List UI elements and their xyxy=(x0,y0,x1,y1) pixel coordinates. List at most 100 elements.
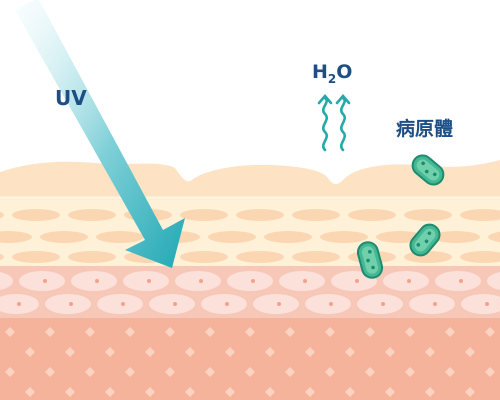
spinous-layer xyxy=(0,266,500,318)
dermis-dot xyxy=(105,387,115,397)
spinous-cell xyxy=(123,271,169,291)
granular-cell xyxy=(180,251,228,263)
dermis-dot xyxy=(25,347,35,357)
granular-cell xyxy=(68,251,116,263)
dermis-dot xyxy=(5,327,15,337)
spinous-cell xyxy=(461,294,500,314)
dermis-dot xyxy=(125,367,135,377)
cell-nucleus xyxy=(199,279,203,283)
cell-nucleus xyxy=(95,279,99,283)
cell-nucleus xyxy=(173,302,177,306)
dermis-dot xyxy=(485,367,495,377)
dermis-dot xyxy=(445,367,455,377)
dermis-dot xyxy=(385,347,395,357)
spinous-cell xyxy=(357,294,403,314)
cell-nucleus xyxy=(485,302,489,306)
granular-cell xyxy=(292,251,340,263)
granular-cell xyxy=(292,209,340,221)
granular-cell xyxy=(0,231,32,243)
granular-cell xyxy=(0,253,4,261)
granular-cell xyxy=(236,251,284,263)
granular-cell xyxy=(180,209,228,221)
uv-arrow-icon xyxy=(15,0,185,268)
dermis-dot xyxy=(305,347,315,357)
dermis-dot xyxy=(85,367,95,377)
spinous-cell xyxy=(487,271,500,291)
dermis-dot xyxy=(345,387,355,397)
granular-cell xyxy=(208,231,256,243)
dermis-dot xyxy=(145,347,155,357)
water-label: H2O xyxy=(312,61,352,86)
dermis-dot-pattern xyxy=(5,327,495,397)
spinous-cell xyxy=(409,294,455,314)
dermis-dot xyxy=(205,367,215,377)
spinous-cell xyxy=(149,294,195,314)
spinous-cell xyxy=(0,271,13,291)
cell-nucleus xyxy=(459,279,463,283)
cell-nucleus xyxy=(69,302,73,306)
cell-nucleus xyxy=(277,302,281,306)
dermis-dot xyxy=(485,327,495,337)
dermis-dot xyxy=(405,367,415,377)
granular-cell xyxy=(0,211,4,219)
dermis-dot xyxy=(225,347,235,357)
dermis-dot xyxy=(465,387,475,397)
cell-nucleus xyxy=(329,302,333,306)
granular-cell xyxy=(236,209,284,221)
cell-nucleus xyxy=(355,279,359,283)
cell-nucleus xyxy=(121,302,125,306)
dermis-dot xyxy=(285,327,295,337)
dermis-dot xyxy=(365,367,375,377)
dermis-layer xyxy=(0,318,500,400)
granular-cell xyxy=(12,209,60,221)
pathogen-icon xyxy=(411,154,445,186)
dermis-dot xyxy=(265,347,275,357)
dermis-dot xyxy=(165,327,175,337)
dermis-dot xyxy=(65,347,75,357)
dermis-dot xyxy=(325,327,335,337)
dermis-dot xyxy=(185,347,195,357)
cell-nucleus xyxy=(433,302,437,306)
cell-nucleus xyxy=(251,279,255,283)
granular-cell xyxy=(320,231,368,243)
dermis-dot xyxy=(145,387,155,397)
granular-cell xyxy=(264,231,312,243)
vapor-wave-icon xyxy=(317,94,351,152)
cell-nucleus xyxy=(43,279,47,283)
dermis-dot xyxy=(245,327,255,337)
cell-nucleus xyxy=(225,302,229,306)
spinous-cell xyxy=(253,294,299,314)
spinous-cell xyxy=(71,271,117,291)
dermis-dot xyxy=(305,387,315,397)
granular-cell xyxy=(12,251,60,263)
dermis-dot xyxy=(265,387,275,397)
cell-nucleus xyxy=(147,279,151,283)
granular-cell xyxy=(488,231,500,243)
dermis-dot xyxy=(85,327,95,337)
spinous-cell xyxy=(305,294,351,314)
dermis-dot xyxy=(365,327,375,337)
dermis-dot xyxy=(45,327,55,337)
dermis-dot xyxy=(5,367,15,377)
dermis-dot xyxy=(205,327,215,337)
dermis-dot xyxy=(385,387,395,397)
dermis-dot xyxy=(425,387,435,397)
cell-nucleus xyxy=(17,302,21,306)
dermis-dot xyxy=(425,347,435,357)
granular-cell xyxy=(432,231,480,243)
dermis-dot xyxy=(25,387,35,397)
dermis-dot xyxy=(445,327,455,337)
spinous-cell xyxy=(383,271,429,291)
pathogen-icon xyxy=(356,241,384,279)
granular-cell xyxy=(68,209,116,221)
spinous-cell xyxy=(45,294,91,314)
granular-cell xyxy=(404,209,452,221)
granular-cell xyxy=(460,209,500,221)
granular-cell xyxy=(460,251,500,263)
spinous-cell xyxy=(227,271,273,291)
dermis-dot xyxy=(345,347,355,357)
spinous-cell xyxy=(19,271,65,291)
cell-nucleus xyxy=(303,279,307,283)
pathogen-group xyxy=(356,154,445,279)
